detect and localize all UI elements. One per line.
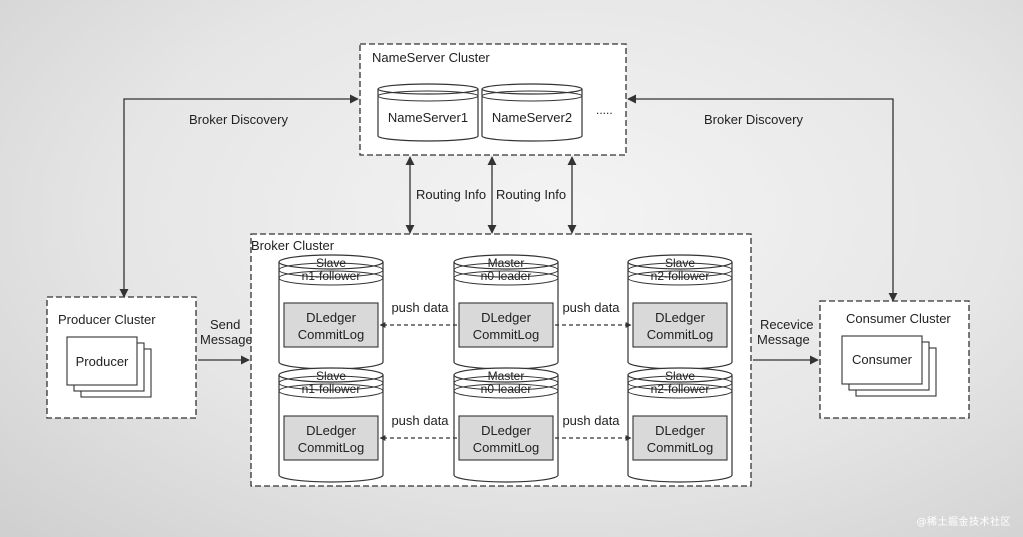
broker-node-id: n2-follower	[651, 269, 710, 283]
nameserver-ellipsis: .....	[596, 103, 613, 117]
broker-node-role: Slave	[665, 369, 695, 383]
broker-group-1: Slaven1-followerDLedgerCommitLogMastern0…	[278, 254, 733, 370]
broker-node-id: n1-follower	[302, 269, 361, 283]
broker-discovery-right-label: Broker Discovery	[704, 112, 803, 127]
commitlog-box	[632, 415, 728, 461]
commitlog-line2: CommitLog	[298, 327, 364, 342]
commitlog-box	[283, 415, 379, 461]
send-message-label-1: Send	[210, 317, 240, 332]
producer-cluster-title: Producer Cluster	[58, 312, 156, 327]
consumer-cluster-title: Consumer Cluster	[846, 311, 951, 326]
commitlog-line1: DLedger	[306, 423, 357, 438]
commitlog-line1: DLedger	[481, 423, 532, 438]
commitlog-line2: CommitLog	[473, 327, 539, 342]
push-data-label-left: push data	[391, 413, 449, 428]
broker-node-id: n0-leader	[481, 382, 532, 396]
producer-cluster: Producer Cluster Producer	[46, 296, 197, 419]
broker-node-role: Slave	[316, 369, 346, 383]
routing-info-label-2: Routing Info	[496, 187, 566, 202]
nameserver-cluster: NameServer Cluster NameServer1 NameServe…	[359, 43, 627, 156]
push-data-label-left: push data	[391, 300, 449, 315]
broker-cluster: Broker Cluster Slaven1-followerDLedgerCo…	[250, 233, 752, 487]
send-message-label-2: Message	[200, 332, 253, 347]
receive-message-label-1: Recevice	[760, 317, 813, 332]
broker-node-role: Slave	[665, 256, 695, 270]
commitlog-line2: CommitLog	[473, 440, 539, 455]
connectors	[119, 94, 898, 365]
commitlog-line1: DLedger	[655, 310, 706, 325]
nameserver-2-label: NameServer2	[492, 110, 572, 125]
producer-node	[66, 336, 138, 386]
commitlog-box	[632, 302, 728, 348]
commitlog-line2: CommitLog	[647, 440, 713, 455]
nameserver-1-label: NameServer1	[388, 110, 468, 125]
commitlog-box	[458, 415, 554, 461]
commitlog-box	[458, 302, 554, 348]
broker-discovery-left-label: Broker Discovery	[189, 112, 288, 127]
consumer-node	[841, 335, 923, 385]
receive-message-label-2: Message	[757, 332, 810, 347]
commitlog-line1: DLedger	[655, 423, 706, 438]
broker-discovery-right-edge	[627, 94, 898, 302]
broker-node-id: n2-follower	[651, 382, 710, 396]
broker-node-id: n0-leader	[481, 269, 532, 283]
commitlog-line1: DLedger	[306, 310, 357, 325]
commitlog-line1: DLedger	[481, 310, 532, 325]
commitlog-box	[283, 302, 379, 348]
consumer-cluster: Consumer Cluster Consumer	[819, 300, 970, 419]
broker-node-role: Master	[488, 369, 525, 383]
commitlog-line2: CommitLog	[647, 327, 713, 342]
nameserver-cluster-title: NameServer Cluster	[372, 50, 490, 65]
producer-label: Producer	[76, 354, 129, 369]
broker-nodes: Slaven1-followerDLedgerCommitLogMastern0…	[278, 254, 733, 483]
broker-discovery-left-edge	[119, 94, 359, 298]
nameserver-2: NameServer2	[481, 83, 583, 142]
routing-info-label-1: Routing Info	[416, 187, 486, 202]
broker-node-role: Master	[488, 256, 525, 270]
broker-cluster-title: Broker Cluster	[251, 238, 335, 253]
nameserver-1: NameServer1	[377, 83, 479, 142]
broker-node-id: n1-follower	[302, 382, 361, 396]
broker-group-2: Slaven1-followerDLedgerCommitLogMastern0…	[278, 367, 733, 483]
watermark: @稀土掘金技术社区	[916, 517, 1011, 528]
consumer-label: Consumer	[852, 352, 913, 367]
commitlog-line2: CommitLog	[298, 440, 364, 455]
push-data-label-right: push data	[562, 413, 620, 428]
push-data-label-right: push data	[562, 300, 620, 315]
broker-node-role: Slave	[316, 256, 346, 270]
